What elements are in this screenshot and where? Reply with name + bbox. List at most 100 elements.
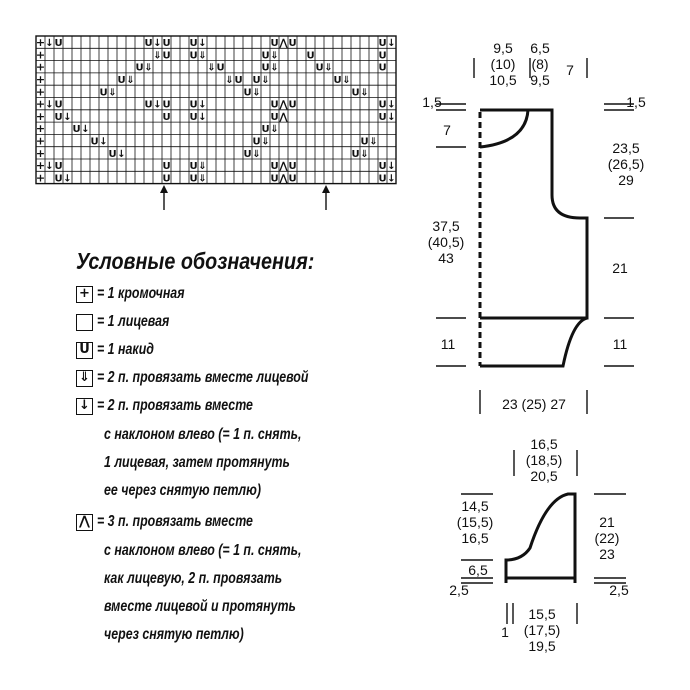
sk2p-icon: ⋀ — [76, 514, 93, 531]
ssk-icon: ↓ — [198, 100, 206, 111]
dim-value: 6,5 — [530, 40, 550, 56]
yarn-over-icon: U — [378, 38, 386, 49]
yarn-over-icon: U — [378, 161, 386, 172]
yarn-over-icon: U — [261, 63, 269, 74]
k2tog-icon: ⇓ — [342, 75, 350, 86]
k2tog-icon: ⇓ — [360, 87, 368, 98]
k2tog-icon: ⇓ — [252, 87, 260, 98]
sleeve-edge-right-dim: 2,5 — [609, 582, 629, 598]
edge-stitch-icon: + — [36, 159, 45, 172]
dim-value: 19,5 — [528, 638, 556, 654]
legend-title: Условные обозначения: — [76, 248, 315, 274]
k2tog-icon: ⇓ — [261, 137, 269, 148]
legend-text: = 1 накид — [97, 341, 154, 358]
ssk-icon: ↓ — [198, 38, 206, 49]
legend-text-cont: с наклоном влево (= 1 п. снять, — [104, 542, 302, 559]
dim-value: 21 — [599, 514, 615, 530]
body-side-dim: 21 — [612, 260, 628, 276]
yarn-over-icon: U — [162, 112, 170, 123]
body-neck-depth-dim: 7 — [566, 62, 574, 78]
body-hem-left-dim: 11 — [440, 336, 456, 352]
dim-value: (17,5) — [523, 622, 561, 638]
yarn-over-icon: U — [378, 100, 386, 111]
yarn-over-icon: U — [378, 173, 386, 184]
yarn-over-icon: U — [378, 112, 386, 123]
ssk-icon: ↓ — [63, 112, 71, 123]
legend-text: = 1 кромочная — [97, 285, 185, 302]
yarn-over-icon: U — [315, 63, 323, 74]
yarn-over-icon: U — [189, 100, 197, 111]
body-hem-right-dim: 11 — [612, 336, 628, 352]
k2tog-icon: ⇓ — [126, 75, 134, 86]
k2tog-icon: ⇓ — [76, 370, 93, 387]
ssk-icon: ↓ — [63, 173, 71, 184]
ssk-icon: ↓ — [387, 161, 395, 172]
dim-value: 9,5 — [530, 72, 550, 88]
ssk-icon: ↓ — [45, 38, 53, 49]
k2tog-icon: ⇓ — [225, 75, 233, 86]
sleeve-edge-left-dim: 2,5 — [449, 582, 469, 598]
k2tog-icon: ⇓ — [108, 87, 116, 98]
dim-value: 23 — [599, 546, 615, 562]
dim-value: 9,5 — [493, 40, 513, 56]
yarn-over-icon: U — [243, 149, 251, 160]
yarn-over-icon: U — [54, 38, 62, 49]
ssk-icon: ↓ — [45, 100, 53, 111]
dim-value: 20,5 — [530, 468, 558, 484]
yarn-over-icon: U — [360, 137, 368, 148]
edge-stitch-icon: + — [36, 48, 45, 61]
yarn-over-icon: U — [189, 161, 197, 172]
ssk-icon: ↓ — [99, 137, 107, 148]
ssk-icon: ↓ — [76, 398, 93, 415]
yarn-over-icon: U — [135, 63, 143, 74]
yarn-over-icon: U — [270, 112, 278, 123]
edge-stitch-icon: + — [36, 61, 45, 74]
edge-stitch-icon: + — [36, 36, 45, 49]
dim-value: (10) — [490, 56, 516, 72]
edge-stitch-icon: + — [36, 85, 45, 98]
k2tog-icon: ⇓ — [252, 149, 260, 160]
dim-value: (40,5) — [427, 234, 465, 250]
edge-stitch-icon: + — [36, 147, 45, 160]
ssk-icon: ↓ — [387, 112, 395, 123]
yarn-over-icon: U — [306, 50, 314, 61]
k2tog-icon: ⇓ — [270, 63, 278, 74]
legend-text-cont: через снятую петлю) — [104, 626, 244, 643]
chart-arrows — [160, 185, 330, 210]
yarn-over-icon: U — [351, 87, 359, 98]
yarn-over-icon: U — [162, 50, 170, 61]
yarn-over-icon: U — [76, 342, 93, 359]
legend-text: = 2 п. провязать вместе — [97, 397, 253, 414]
dim-value: (18,5) — [525, 452, 563, 468]
ssk-icon: ↓ — [387, 38, 395, 49]
yarn-over-icon: U — [270, 38, 278, 49]
yarn-over-icon: U — [54, 173, 62, 184]
yarn-over-icon: U — [117, 75, 125, 86]
yarn-over-icon: U — [288, 161, 296, 172]
body-length-dim: 37,5 (40,5) 43 — [424, 218, 468, 266]
sleeve-edge-bottom-dim: 1 — [501, 624, 509, 640]
dim-value: 10,5 — [489, 72, 517, 88]
yarn-over-icon: U — [288, 173, 296, 184]
yarn-over-icon: U — [216, 63, 224, 74]
yarn-over-icon: U — [288, 38, 296, 49]
sleeve-cap-left-dim: 14,5 (15,5) 16,5 — [450, 498, 500, 546]
yarn-over-icon: U — [261, 50, 269, 61]
legend-text: = 2 п. провязать вместе лицевой — [97, 369, 309, 386]
legend-text-cont: как лицевую, 2 п. провязать — [104, 570, 283, 587]
sk2p-icon: ⋀ — [279, 173, 288, 184]
legend-text-cont: 1 лицевая, затем протянуть — [104, 454, 290, 471]
dim-value: 14,5 — [461, 498, 489, 514]
yarn-over-icon: U — [90, 137, 98, 148]
k2tog-icon: ⇓ — [153, 50, 161, 61]
sleeve-bottom-dim: 15,5 (17,5) 19,5 — [518, 606, 566, 654]
chart-arrow-left-head — [160, 185, 168, 193]
sleeve-cuff-left-dim: 6,5 — [468, 562, 488, 578]
ssk-icon: ↓ — [45, 161, 53, 172]
yarn-over-icon: U — [54, 112, 62, 123]
yarn-over-icon: U — [261, 124, 269, 135]
sleeve-top-dim: 16,5 (18,5) 20,5 — [520, 436, 568, 484]
yarn-over-icon: U — [54, 100, 62, 111]
